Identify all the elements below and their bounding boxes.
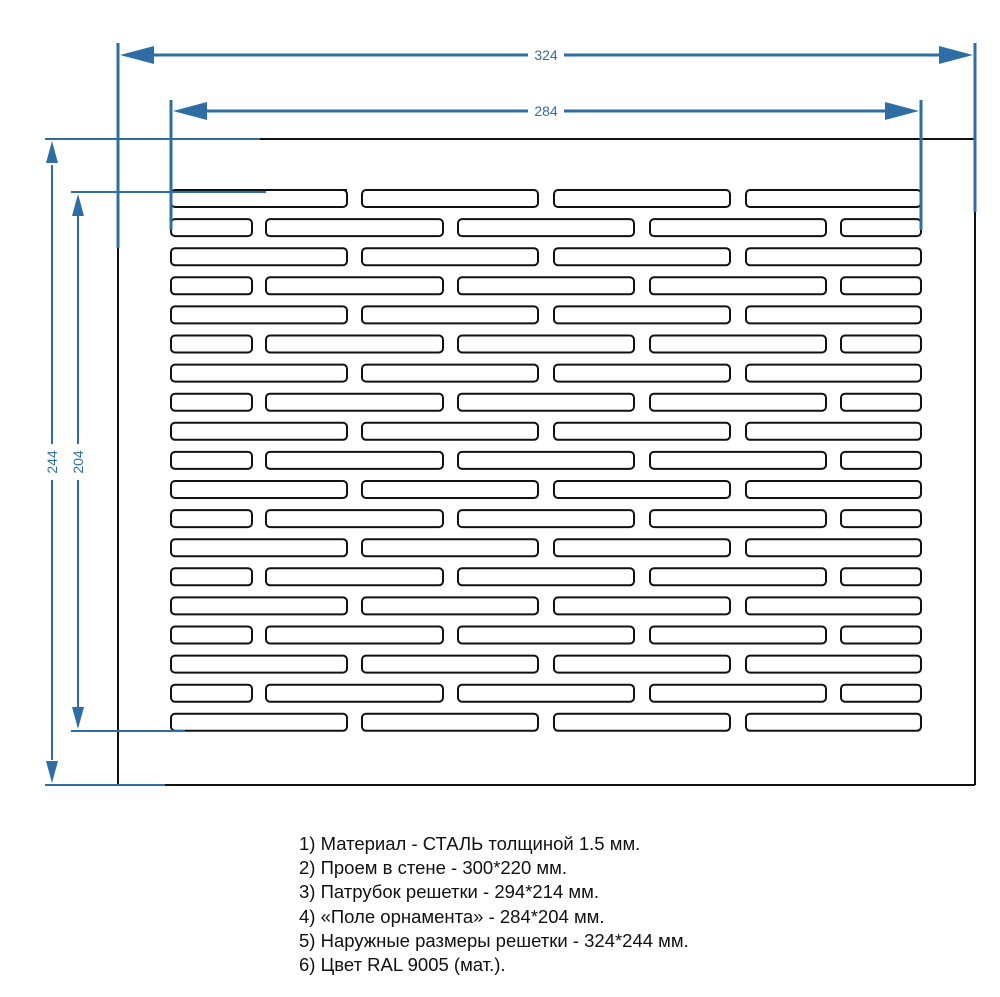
note-wall-opening: 2) Проем в стене - 300*220 мм.	[299, 857, 567, 879]
slot	[457, 567, 635, 587]
slot	[265, 276, 444, 296]
slot	[649, 276, 827, 296]
slot-pattern	[170, 189, 922, 732]
slot	[457, 625, 635, 645]
slot	[553, 247, 731, 267]
slot	[553, 654, 731, 674]
slot	[170, 450, 253, 470]
slot	[170, 538, 348, 558]
slot	[745, 596, 922, 616]
dim-field-width: 284	[534, 103, 558, 119]
slot	[745, 712, 922, 732]
slot	[170, 509, 253, 529]
slot	[361, 480, 539, 499]
slot	[457, 276, 635, 296]
slot	[170, 363, 348, 383]
slot	[553, 305, 731, 325]
slot	[170, 654, 348, 674]
slot	[170, 480, 348, 499]
slot	[745, 654, 922, 674]
slot	[840, 509, 922, 529]
slot	[170, 567, 253, 587]
note-collar: 3) Патрубок решетки - 294*214 мм.	[299, 881, 599, 903]
slot	[170, 247, 348, 267]
slot	[361, 421, 539, 441]
slot	[361, 538, 539, 558]
specification-notes: 1) Материал - СТАЛЬ толщиной 1.5 мм. 2) …	[299, 832, 689, 977]
slot	[361, 189, 539, 208]
slot	[170, 421, 348, 441]
note-outer-size: 5) Наружные размеры решетки - 324*244 мм…	[299, 929, 689, 951]
slot	[265, 567, 444, 587]
slot	[457, 218, 635, 238]
slot	[265, 683, 444, 703]
slot	[649, 392, 827, 412]
slot	[170, 392, 253, 412]
slot	[840, 334, 922, 354]
slot	[457, 509, 635, 529]
slot	[170, 334, 253, 354]
slot	[265, 450, 444, 470]
slot	[457, 334, 635, 354]
slot	[265, 392, 444, 412]
slot	[361, 305, 539, 325]
slot	[553, 596, 731, 616]
slot	[457, 450, 635, 470]
slot	[170, 625, 253, 645]
slot	[170, 218, 253, 238]
slot	[553, 538, 731, 558]
slot	[553, 189, 731, 208]
slot	[553, 480, 731, 499]
slot	[649, 334, 827, 354]
note-color: 6) Цвет RAL 9005 (мат.).	[299, 954, 506, 976]
slot	[745, 189, 922, 208]
slot	[170, 596, 348, 616]
slot	[745, 305, 922, 325]
slot	[457, 392, 635, 412]
slot	[553, 421, 731, 441]
slot	[649, 567, 827, 587]
slot	[649, 450, 827, 470]
slot	[170, 683, 253, 703]
slot	[649, 509, 827, 529]
slot	[170, 276, 253, 296]
slot	[840, 450, 922, 470]
slot	[840, 392, 922, 412]
slot	[170, 712, 348, 732]
slot	[840, 683, 922, 703]
dimension-labels: 324 284 244 204	[42, 45, 564, 480]
slot	[457, 683, 635, 703]
slot	[265, 625, 444, 645]
slot	[265, 509, 444, 529]
slot	[553, 363, 731, 383]
slot	[170, 305, 348, 325]
slot	[361, 654, 539, 674]
slot	[553, 712, 731, 732]
note-ornament-field: 4) «Поле орнамента» - 284*204 мм.	[299, 905, 605, 927]
dimension-lines	[45, 43, 977, 786]
slot	[840, 625, 922, 645]
slot	[361, 596, 539, 616]
slot	[649, 218, 827, 238]
slot	[745, 247, 922, 267]
slot	[649, 683, 827, 703]
slot	[840, 218, 922, 238]
slot	[361, 247, 539, 267]
slot	[745, 538, 922, 558]
dim-outer-width: 324	[534, 47, 558, 63]
slot	[361, 363, 539, 383]
dim-field-height: 204	[70, 450, 86, 474]
slot	[745, 421, 922, 441]
grille-outline	[117, 138, 976, 786]
slot	[265, 218, 444, 238]
slot	[840, 567, 922, 587]
slot	[745, 363, 922, 383]
slot	[840, 276, 922, 296]
note-material: 1) Материал - СТАЛЬ толщиной 1.5 мм.	[299, 833, 641, 854]
dim-outer-height: 244	[44, 450, 60, 474]
slot	[361, 712, 539, 732]
slot	[265, 334, 444, 354]
slot	[745, 480, 922, 499]
slot	[649, 625, 827, 645]
